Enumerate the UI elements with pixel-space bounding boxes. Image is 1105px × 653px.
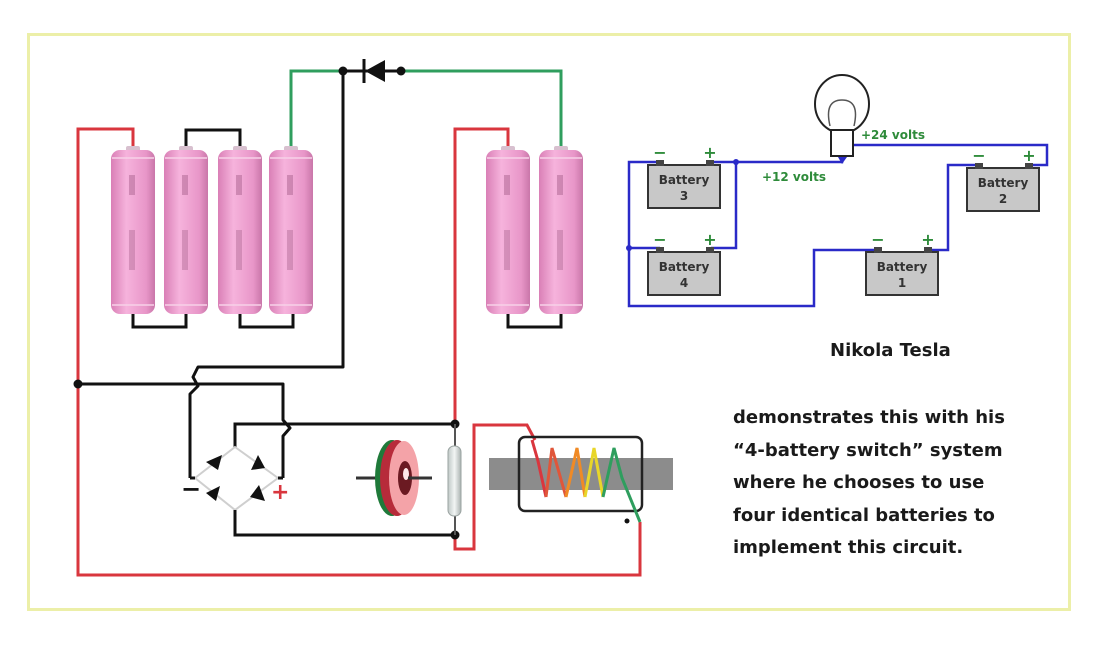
black-wire-bridge-top: [233, 422, 455, 447]
cell-battery-icon: [164, 146, 208, 314]
plus-terminal-label: +: [703, 143, 716, 162]
battery-2: Battery 2 − +: [966, 146, 1040, 212]
battery-number: 2: [999, 192, 1007, 206]
cell-battery-icon: [539, 146, 583, 314]
black-wire-diode-down: [188, 71, 345, 478]
junction-dot: [838, 157, 847, 164]
blue-wire: [845, 143, 1049, 167]
plus-terminal-label: +: [703, 230, 716, 249]
battery-number: 4: [680, 276, 688, 290]
battery-3: Battery 3 − +: [647, 143, 721, 209]
black-jumper-bottom-1: [131, 312, 188, 329]
battery-number: 1: [898, 276, 906, 290]
cell-pack: [111, 146, 583, 314]
junction-dot: [73, 379, 83, 389]
bridge-rectifier-icon: − +: [181, 445, 289, 535]
minus-terminal-label: −: [972, 146, 985, 165]
battery-1: Battery 1 − +: [865, 230, 939, 296]
minus-terminal-label: −: [871, 230, 884, 249]
left-wiring: [73, 66, 642, 577]
plus-terminal-label: +: [921, 230, 934, 249]
coil-icon: [489, 435, 673, 524]
battery-number: 3: [680, 189, 688, 203]
caption-title: Nikola Tesla: [830, 340, 951, 361]
red-wire-left-top: [76, 127, 642, 577]
battery-name: Battery: [659, 173, 710, 187]
diode-icon: [343, 59, 401, 83]
battery-name: Battery: [877, 260, 928, 274]
reed-switch-icon: [447, 424, 462, 535]
blue-wire: [736, 157, 844, 164]
caption-line: four identical batteries to: [733, 504, 995, 526]
blue-wire: [711, 160, 738, 250]
blue-wire: [931, 163, 977, 252]
blue-wire: [627, 160, 876, 308]
cell-battery-icon: [218, 146, 262, 314]
battery-4: Battery 4 − +: [647, 230, 721, 296]
caption-line: “4-battery switch” system: [733, 439, 1003, 461]
black-jumper-right-pack: [506, 312, 563, 329]
bridge-minus-label: −: [181, 475, 201, 503]
junction-dot: [626, 245, 632, 251]
coil-polarity-dot: [624, 518, 630, 524]
green-wire-right: [401, 69, 563, 150]
cell-battery-icon: [269, 146, 313, 314]
bridge-plus-label: +: [271, 480, 289, 505]
plus-terminal-label: +: [1022, 146, 1035, 165]
cell-battery-icon: [486, 146, 530, 314]
caption-line: demonstrates this with his: [733, 407, 1005, 428]
black-wire-bridge-bottom: [233, 533, 455, 537]
battery-schematic: +24 volts +12 volts Battery 3 − + Battery 4 − +…: [626, 74, 1049, 308]
minus-terminal-label: −: [653, 230, 666, 249]
black-jumper-bottom-2: [238, 312, 295, 329]
junction-dot: [733, 159, 739, 165]
voltage-24-label: +24 volts: [861, 128, 925, 142]
minus-terminal-label: −: [653, 143, 666, 162]
caption-body: demonstrates this with his “4-battery sw…: [733, 402, 1073, 565]
battery-name: Battery: [659, 260, 710, 274]
red-wire-right-pack: [453, 127, 510, 424]
battery-name: Battery: [978, 176, 1029, 190]
red-wire-reed-coil: [453, 423, 537, 551]
cell-battery-icon: [111, 146, 155, 314]
caption-line: where he chooses to use: [733, 472, 985, 493]
toroid-magnet-icon: [356, 440, 432, 516]
black-jumper-top: [184, 128, 242, 150]
caption-line: implement this circuit.: [733, 537, 964, 558]
voltage-12-label: +12 volts: [762, 170, 826, 184]
light-bulb-icon: [814, 74, 870, 157]
green-wire-left: [289, 69, 343, 150]
